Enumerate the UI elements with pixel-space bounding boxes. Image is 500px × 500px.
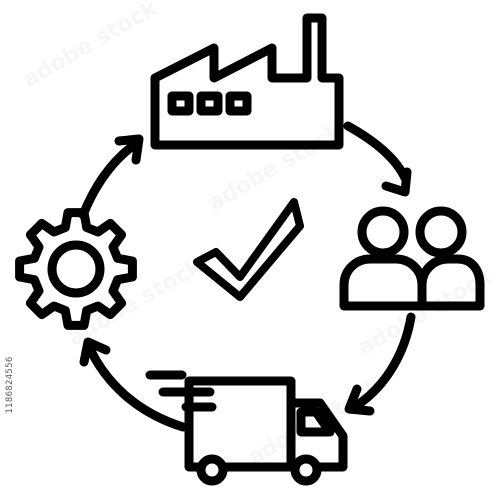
factory-window-icon	[167, 91, 194, 116]
image-id-label: 1186824556	[5, 356, 15, 414]
truck-wheel-icon	[290, 454, 322, 486]
truck-wheel-icon	[196, 454, 228, 486]
cycle-arrow-icon	[343, 121, 410, 183]
delivery-truck-icon	[145, 370, 348, 486]
factory-icon	[150, 13, 344, 150]
cycle-arrow-icon	[86, 346, 188, 432]
truck-window-icon	[296, 407, 335, 437]
factory-window-icon	[196, 91, 223, 116]
cycle-arrow-icon	[78, 140, 139, 220]
truck-cab-icon	[286, 398, 348, 472]
user-body-icon	[339, 254, 427, 311]
factory-window-icon	[225, 91, 252, 116]
cycle-arrows	[78, 121, 416, 432]
user-head-icon	[415, 206, 467, 258]
gear-icon	[15, 208, 137, 330]
user-head-icon	[357, 206, 409, 258]
cycle-arrow-icon	[351, 312, 416, 411]
arrowhead-icon	[381, 167, 412, 197]
user-body-icon	[417, 254, 485, 311]
users-icon	[339, 206, 485, 311]
arrowhead-icon	[79, 337, 111, 367]
gear-hub-icon	[47, 240, 105, 298]
arrowhead-icon	[114, 134, 144, 165]
arrowhead-icon	[344, 384, 375, 416]
gear-teeth-icon	[15, 208, 137, 330]
checkmark-icon	[193, 198, 304, 301]
